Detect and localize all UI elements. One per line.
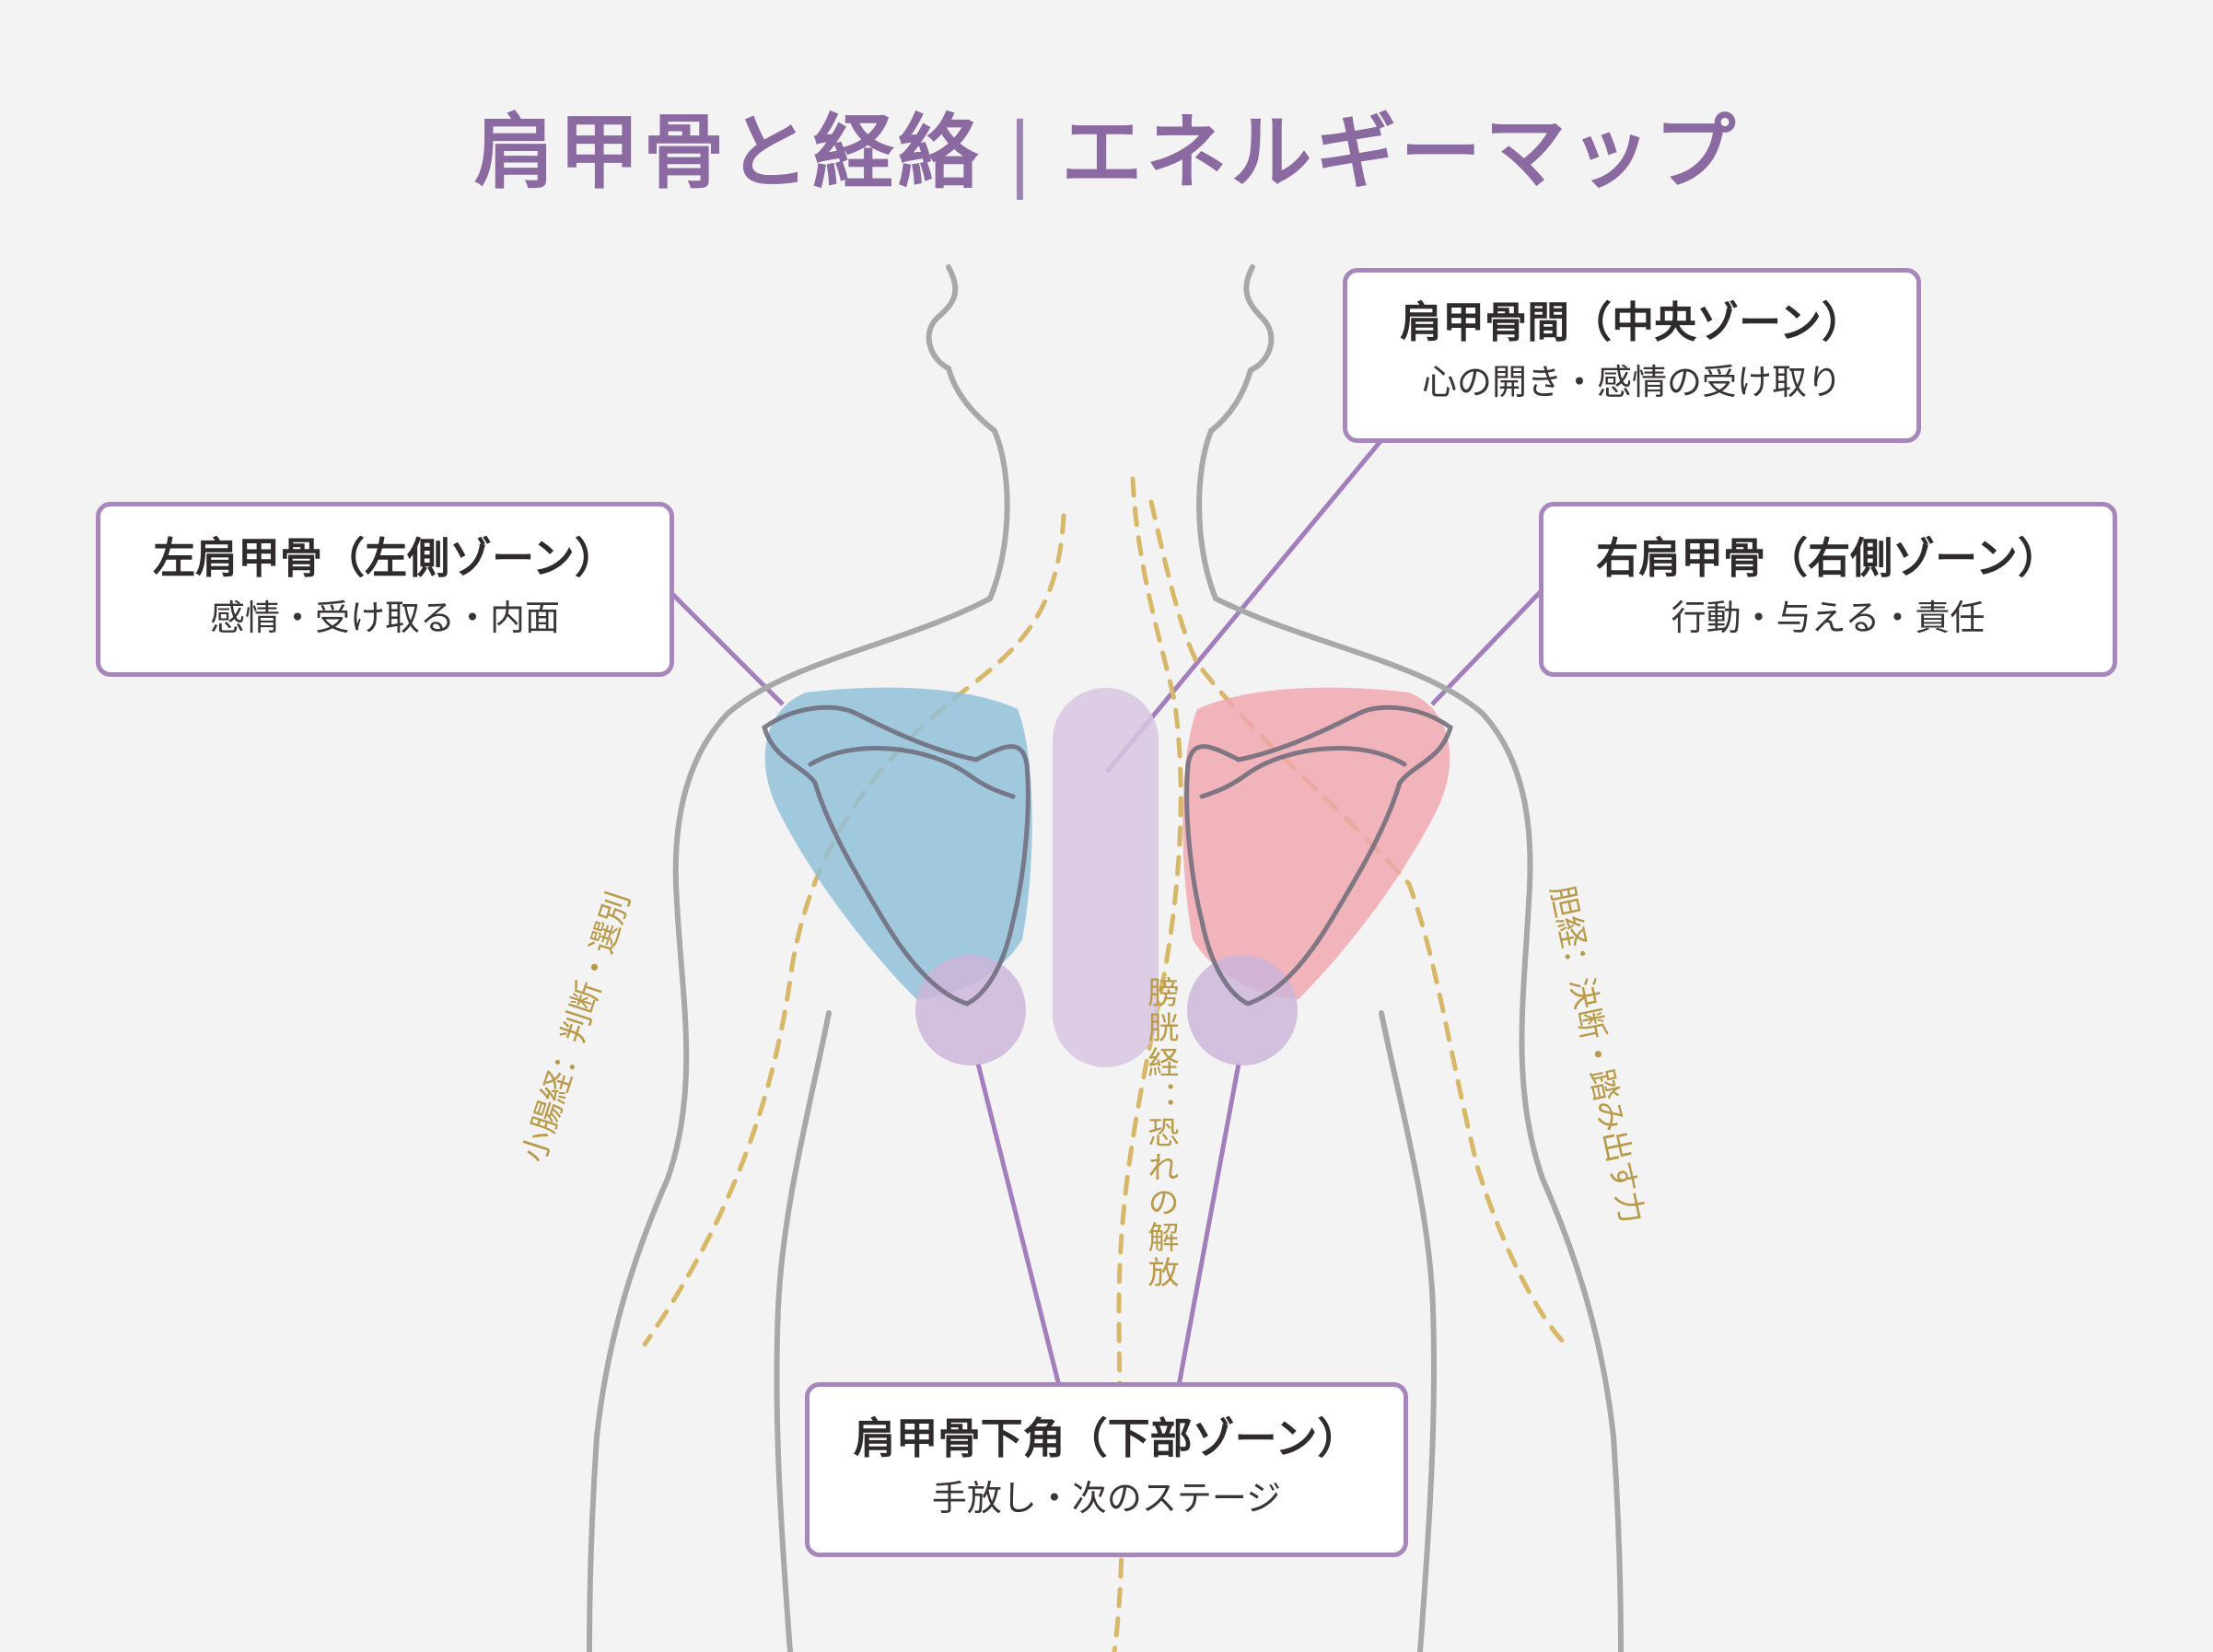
- head-left-outline: [926, 264, 959, 371]
- right-zone-title: 右肩甲骨（右側ゾーン）: [1596, 533, 2060, 583]
- right-torso-side: [1379, 1010, 1438, 1652]
- small-intestine-meridian-line: [642, 513, 1066, 1347]
- title-main: 肩甲骨と経絡: [473, 104, 983, 200]
- scapula-bones: [762, 704, 1453, 1006]
- lower-left-zone: [915, 955, 1026, 1065]
- right-scapula-spine: [1199, 746, 1407, 799]
- left-zone-title: 左肩甲骨（左側ゾーン）: [153, 533, 617, 583]
- connector-central: [1105, 433, 1388, 774]
- lower-right-zone: [1187, 955, 1298, 1065]
- central-zone-box: 肩甲骨間（中央ゾーン） 心の開き・感情の受け取り: [1343, 268, 1921, 443]
- scapula-zones: [764, 687, 1450, 1067]
- right-neck-shoulder-arm: [1196, 367, 1624, 1652]
- left-torso-side: [774, 1010, 832, 1652]
- central-zone: [1053, 688, 1159, 1067]
- right-zone-box: 右肩甲骨（右側ゾーン） 行動・与える・責任: [1539, 502, 2117, 677]
- page-title: 肩甲骨と経絡|エネルギーマップ: [0, 87, 2213, 204]
- connector-lines: [661, 433, 1549, 1387]
- right-scapula-bone: [1184, 704, 1453, 1006]
- body-outline: [587, 264, 1624, 1652]
- left-scapula-spine: [808, 746, 1016, 799]
- left-scapula-zone: [764, 687, 1032, 999]
- bladder-meridian-line-2: [1148, 499, 1568, 1347]
- central-zone-desc: 心の開き・感情の受け取り: [1421, 361, 1842, 402]
- right-scapula-zone: [1182, 687, 1450, 999]
- bladder-meridian-label: 膀胱経：恐れの解放: [1142, 976, 1179, 1291]
- left-scapula-bone: [762, 704, 1031, 1006]
- right-zone-desc: 行動・与える・責任: [1671, 597, 1986, 638]
- left-zone-desc: 感情・受け取る・内面: [209, 597, 560, 638]
- lower-zone-box: 肩甲骨下角（下部ゾーン） 手放し・次のステージ: [805, 1382, 1408, 1557]
- central-zone-title: 肩甲骨間（中央ゾーン）: [1400, 297, 1864, 347]
- connector-lower-right: [1176, 1063, 1241, 1387]
- left-neck-shoulder-arm: [587, 366, 1010, 1652]
- title-sub: エネルギーマップ: [1061, 104, 1740, 200]
- connector-right: [1430, 583, 1549, 706]
- left-zone-box: 左肩甲骨（左側ゾーン） 感情・受け取る・内面: [96, 502, 674, 677]
- lower-zone-title: 肩甲骨下角（下部ゾーン）: [853, 1414, 1360, 1463]
- head-right-outline: [1243, 264, 1275, 373]
- connector-left: [661, 583, 785, 706]
- connector-lower-left: [975, 1063, 1062, 1387]
- title-separator: |: [1006, 105, 1038, 200]
- lower-zone-desc: 手放し・次のステージ: [931, 1477, 1282, 1518]
